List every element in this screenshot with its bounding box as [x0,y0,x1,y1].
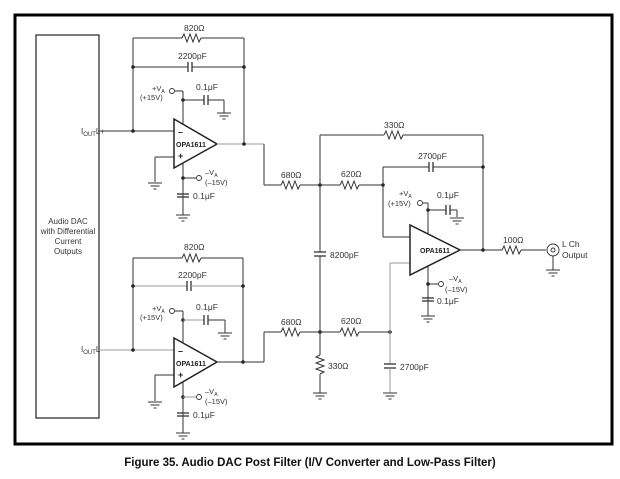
opamp-label-top: OPA1611 [176,142,206,149]
label-620-top: 620Ω [341,169,362,179]
figure-caption: Figure 35. Audio DAC Post Filter (I/V Co… [124,457,496,469]
noninverting-input-sign: + [178,151,183,161]
figure-frame [13,13,614,446]
resistor-680-top [280,179,301,191]
resistor-330-feedback [383,129,404,141]
label-100-output: 100Ω [503,235,524,245]
output-label-line1: L Ch [562,239,580,249]
vneg-value-bottom: (–15V) [205,397,228,406]
label-2200pf-top: 2200pF [178,51,207,61]
resistor-680-bottom [280,326,301,338]
resistor-820-bottom [181,252,202,264]
label-820-bottom: 820Ω [184,242,205,252]
label-2700pf-feedback: 2700pF [418,151,447,161]
label-330-feedback: 330Ω [384,120,405,130]
audio-dac-block [35,34,100,419]
vpos-value-filter: (+15V) [388,199,411,208]
label-2700pf-shunt: 2700pF [400,362,429,372]
bypass-label-bottom-pos: 0.1μF [196,302,218,312]
label-680-bottom: 680Ω [281,317,302,327]
vneg-label-filter: –VA [449,274,462,285]
resistor-330-shunt [314,354,326,375]
vpos-terminal-bottom [169,308,175,314]
bypass-label-filter-neg: 0.1μF [437,296,459,306]
opamp-label-bottom: OPA1611 [176,361,206,368]
opamp-opa1611-top [173,117,219,170]
resistor-620-top [339,179,360,191]
dac-label-line-2: with Differential [40,227,96,236]
resistor-820-top [181,32,202,44]
vpos-label-filter: +VA [399,189,412,200]
label-330-shunt: 330Ω [328,361,349,371]
vpos-label-top: +VA [152,84,165,95]
vneg-value-top: (–15V) [205,178,228,187]
inverting-input-sign: – [178,127,183,137]
label-8200pf: 8200pF [330,250,359,260]
bypass-label-top-pos: 0.1μF [196,82,218,92]
label-820-top: 820Ω [184,23,205,33]
resistor-100-output [501,244,522,256]
label-2200pf-bottom: 2200pF [178,270,207,280]
vpos-label-bottom: +VA [152,304,165,315]
vneg-value-filter: (–15V) [445,285,468,294]
label-620-bottom: 620Ω [341,316,362,326]
resistor-620-bottom [339,326,360,338]
vpos-terminal-top [169,88,175,94]
dac-label-line-1: Audio DAC [48,217,88,226]
iv-stage-bottom: IOUTL– 820Ω 2200pF – + OPA1611 +VA (+15V… [81,242,320,440]
vneg-terminal-filter [438,281,444,287]
lowpass-filter-stage: 330Ω 620Ω 2700pF 8200pF 620Ω 330Ω [312,120,588,400]
vneg-terminal-bottom [196,394,202,400]
ground-icon [147,182,163,190]
label-680-top: 680Ω [281,170,302,180]
noninverting-input-sign: + [178,370,183,380]
bypass-label-top-neg: 0.1μF [193,191,215,201]
output-label-line2: Output [562,250,588,260]
inverting-input-sign: – [178,346,183,356]
dac-label-line-3: Current [55,237,82,246]
opamp-opa1611-filter [409,223,462,277]
vneg-label-bottom: –VA [205,387,218,398]
vneg-terminal-top [196,175,202,181]
bypass-label-filter-pos: 0.1μF [437,190,459,200]
vneg-label-top: –VA [205,168,218,179]
iv-stage-top: IOUTL+ 820Ω 2200pF – + OPA1611 [81,23,320,222]
vpos-terminal-filter [417,200,423,206]
vpos-value-bottom: (+15V) [140,313,163,322]
bypass-label-bottom-neg: 0.1μF [193,410,215,420]
vpos-value-top: (+15V) [140,93,163,102]
opamp-label-filter: OPA1611 [420,248,450,255]
dac-label-line-4: Outputs [54,247,82,256]
opamp-opa1611-bottom [173,336,219,389]
